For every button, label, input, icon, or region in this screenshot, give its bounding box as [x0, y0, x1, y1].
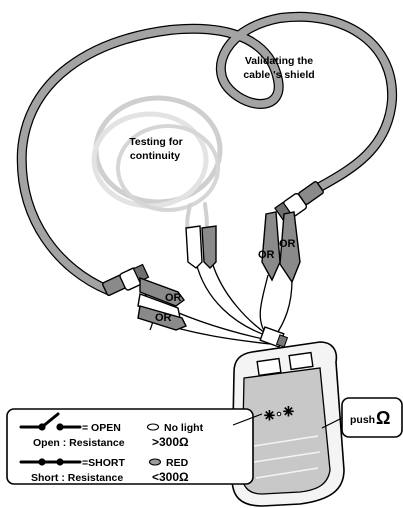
- or-label: OR: [165, 292, 182, 304]
- short-switch-node-icon: [56, 458, 64, 466]
- open-switch-node-icon: [56, 423, 64, 431]
- right-bnc-connector: [274, 181, 324, 221]
- led-star-icon: ✳: [283, 404, 294, 419]
- legend-box: = OPEN No light Open : Resistance >300Ω …: [6, 408, 263, 485]
- short-light-label: RED: [166, 457, 189, 469]
- no-light-icon: [146, 423, 160, 431]
- open-resistance-label: Open : Resistance: [33, 437, 125, 449]
- rj-plug: [259, 326, 289, 348]
- shield-cable: [16, 11, 398, 295]
- push-callout: push Ω: [321, 397, 403, 438]
- or-label: OR: [155, 312, 172, 324]
- or-label: OR: [279, 238, 296, 250]
- shield-label-line-2: cable 's shield: [243, 69, 314, 81]
- open-switch-node-icon: [38, 423, 46, 431]
- short-resistance-label: Short : Resistance: [31, 472, 123, 484]
- ohm-symbol: Ω: [376, 408, 390, 428]
- open-resistance-value: >300Ω: [152, 435, 189, 449]
- short-label: =SHORT: [82, 457, 125, 469]
- led-icon: [276, 411, 282, 417]
- continuity-cable: [91, 95, 223, 232]
- legend-pointer-line: [232, 413, 263, 426]
- tester-device: ✳ ✳: [231, 341, 345, 507]
- or-label: OR: [258, 249, 275, 261]
- device-ports: [256, 351, 314, 377]
- open-light-label: No light: [164, 422, 204, 434]
- open-label: = OPEN: [82, 422, 121, 434]
- short-resistance-value: <300Ω: [152, 470, 189, 484]
- led-indicators: ✳ ✳: [264, 404, 295, 424]
- shield-label-line-1: Validating the: [245, 55, 313, 67]
- continuity-label-line-2: continuity: [130, 150, 180, 162]
- right-alligator-clips: [261, 211, 301, 284]
- continuity-annotation: Testing for continuity: [129, 136, 182, 162]
- device-panel-detail: [253, 435, 321, 479]
- continuity-label-line-1: Testing for: [129, 136, 182, 148]
- short-switch-node-icon: [38, 458, 46, 466]
- push-label: push: [350, 414, 375, 426]
- shield-annotation: Validating the cable 's shield: [243, 55, 314, 81]
- led-star-icon: ✳: [264, 408, 275, 423]
- left-alligator-clips: [137, 276, 187, 331]
- or-labels: OR OR OR OR: [155, 238, 296, 324]
- red-light-icon: [148, 458, 162, 466]
- middle-alligator-clips: [185, 225, 217, 269]
